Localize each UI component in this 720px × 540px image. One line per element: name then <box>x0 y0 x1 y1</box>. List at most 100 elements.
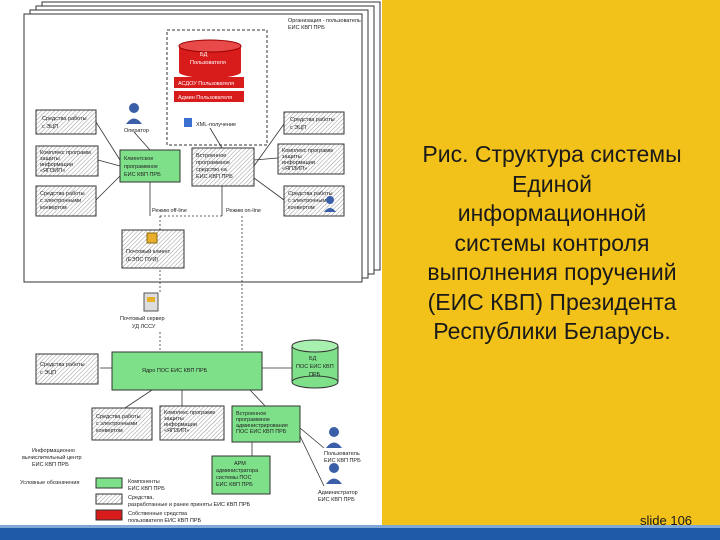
footer-bar <box>0 528 720 540</box>
mail-client-2: (ЕЭПС ПУИ) <box>126 257 158 263</box>
user-db-label-1: БД <box>200 52 208 58</box>
ecp-left-1: Средства работы <box>42 116 87 122</box>
mode-online: Режим on-line <box>226 208 261 214</box>
protect-right-4: «ЯПЗИП» <box>282 166 307 172</box>
edoc-bottom-2: с электронными <box>96 421 137 427</box>
embedded-bottom-box <box>231 405 301 443</box>
edoc-bottom-1: Средства работы <box>96 414 141 420</box>
admin-arm-box <box>211 455 271 495</box>
system-structure-diagram: Организация - пользователь ЕИС КВП ПРБ Б… <box>12 0 382 528</box>
ecp-right-2: с ЭЦП <box>290 125 306 131</box>
embedded-prog-3: средство на <box>196 167 228 173</box>
org-label-2: ЕИС КВП ПРБ <box>288 25 325 31</box>
caption-line-2: Единой <box>512 170 592 197</box>
protect-left-4: «ЯПЗИП» <box>40 168 65 174</box>
legend-green-1: Компоненты <box>128 479 160 485</box>
mode-offline: Режим off-line <box>152 208 187 214</box>
core-label: Ядро ПОС ЕИС КВП ПРБ <box>142 368 208 374</box>
admin-arm-1: АРМ <box>234 461 246 467</box>
core-db-2: ПОС ЕИС КВП <box>296 364 334 370</box>
core-db-1: БД <box>309 356 317 362</box>
info-center-3: ЕИС КВП ПРБ <box>32 462 69 468</box>
caption-line-7: Республики Беларусь. <box>433 318 671 344</box>
mail-server-icon <box>143 292 159 312</box>
protect-left-box <box>35 145 99 177</box>
user-org-boundary <box>166 29 268 146</box>
diagram-canvas: Организация - пользователь ЕИС КВП ПРБ Б… <box>20 1 381 524</box>
caption-line-5: выполнения поручений <box>427 259 677 285</box>
edoc-right-1: Средства работы <box>288 191 333 197</box>
protect-right-box <box>277 143 345 175</box>
protect-left-2: защиты <box>40 156 60 162</box>
core-db-3: ПРБ <box>309 372 321 378</box>
protect-left-1: Комплекс программ <box>40 150 91 156</box>
edoc-left-box <box>35 185 97 217</box>
legend-hatch-1: Средства, <box>128 495 154 501</box>
ecp-right-box <box>283 111 345 135</box>
legend-red-2: пользователя ЕИС КВП ПРБ <box>128 518 201 524</box>
protect-right-3: информации <box>282 160 315 166</box>
mail-client-icon <box>146 232 158 244</box>
ecp-left-2: с ЭЦП <box>42 124 58 130</box>
embedded-bottom-4: ПОС ЕИС КВП ПРБ <box>236 429 287 435</box>
org-page-stack <box>23 1 381 283</box>
connector-lines <box>95 121 325 487</box>
embedded-bottom-3: администрирования <box>236 423 288 429</box>
ecp-left-box <box>35 109 97 135</box>
asdou-label: АСДОУ Пользователя <box>178 81 234 87</box>
embedded-prog-4: ЕИС КВП ПРБ <box>196 174 233 180</box>
mail-client-box <box>121 229 185 269</box>
legend-red-swatch <box>95 509 123 521</box>
admin-system-1: Администратор <box>318 490 358 496</box>
user-system-2: ЕИС КВП ПРБ <box>324 458 361 464</box>
protect-bottom-2: защиты <box>164 416 184 422</box>
edoc-left-3: конвертом <box>40 205 67 211</box>
caption-line-6: (ЕИС КВП) Президента <box>427 288 677 315</box>
info-center-2: вычислительный центр <box>22 454 82 461</box>
protect-bottom-4: «ЯПЗИП» <box>164 428 189 434</box>
user-db-label-2: Пользователя <box>190 60 226 66</box>
admin-arm-3: системы ПОС <box>216 475 252 481</box>
info-center-1: Информационно <box>32 448 75 454</box>
admin-system-2: ЕИС КВП ПРБ <box>318 497 355 503</box>
edoc-bottom-box <box>91 407 153 441</box>
legend-hatch-2: разработанные и ранее приняты ЕИС КВП ПР… <box>128 502 251 508</box>
admin-system-icon <box>326 463 342 484</box>
protect-bottom-3: информации <box>164 422 197 428</box>
user-system-icon <box>326 427 342 448</box>
client-prog-2: программное <box>124 164 158 170</box>
legend-title: Условные обозначения <box>20 480 79 486</box>
caption-line-1: Рис. Структура системы <box>422 141 682 167</box>
operator-icon-2 <box>324 196 336 212</box>
legend-hatch-swatch <box>95 493 123 505</box>
client-prog-box <box>119 149 181 183</box>
protect-bottom-box <box>159 405 225 441</box>
embedded-prog-box <box>191 147 255 187</box>
slide-caption: Рис. Структура системы Единой информацио… <box>392 140 712 347</box>
core-db-cylinder: БД ПОС ЕИС КВП ПРБ <box>291 339 339 389</box>
embedded-prog-2: программное <box>196 160 230 166</box>
edoc-right-3: конвертом <box>288 205 315 211</box>
edoc-left-1: Средства работы <box>40 191 85 197</box>
mail-server-1: Почтовый сервер <box>120 315 165 322</box>
admin-arm-4: ЕИС КВП ПРБ <box>216 482 253 488</box>
edoc-bottom-3: конвертом <box>96 428 123 434</box>
embedded-prog-1: Встроенное <box>196 153 226 159</box>
user-system-1: Пользователь <box>324 451 360 457</box>
caption-line-4: системы контроля <box>454 229 650 256</box>
footer-accent <box>0 525 720 528</box>
legend-red-1: Собственные средства <box>128 511 188 517</box>
client-prog-3: ЕИС КВП ПРБ <box>124 172 161 178</box>
embedded-bottom-2: программное <box>236 417 270 423</box>
ecp-right-1: Средства работы <box>290 117 335 123</box>
protect-left-3: информации <box>40 162 73 168</box>
protect-right-2: защиты <box>282 154 302 160</box>
mail-client-1: Почтовый клиент <box>126 248 171 255</box>
org-label-1: Организация - пользователь <box>288 18 361 24</box>
legend-green-2: ЕИС КВП ПРБ <box>128 486 165 492</box>
admin-arm-2: администратора <box>216 468 259 474</box>
xml-label: XML-получение <box>196 122 236 128</box>
protect-bottom-1: Комплекс программ <box>164 410 215 416</box>
ecp-center-box <box>35 353 99 385</box>
protect-right-1: Комплекс программ <box>282 148 333 154</box>
